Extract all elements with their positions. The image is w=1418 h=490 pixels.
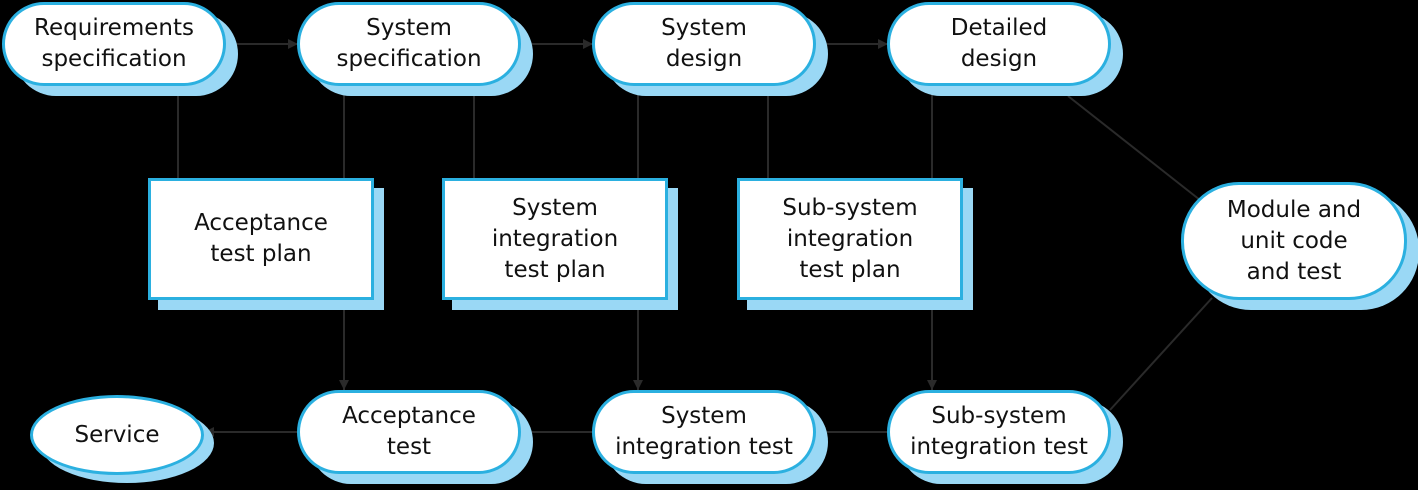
connector-detailed-design-to-module	[1067, 95, 1201, 201]
system-specification-node: System specification	[297, 2, 521, 86]
system-specification-label: System specification	[336, 15, 482, 72]
system-integration-test-plan-label: System integration test plan	[491, 194, 619, 283]
module-unit-code-test-node: Module and unit code and test	[1181, 182, 1407, 300]
arrowhead	[204, 427, 214, 437]
acceptance-test-plan-node: Acceptance test plan	[148, 178, 374, 300]
arrowhead	[583, 39, 593, 49]
acceptance-test-node: Acceptance test	[297, 390, 521, 474]
system-integration-test-plan-node: System integration test plan	[442, 178, 668, 300]
acceptance-test-label: Acceptance test	[342, 403, 476, 460]
requirements-specification-node: Requirements specification	[2, 2, 226, 86]
system-integration-test-node: System integration test	[592, 390, 816, 474]
system-integration-test-label: System integration test	[615, 403, 793, 460]
arrowhead	[816, 427, 826, 437]
system-design-label: System design	[661, 15, 747, 72]
connector-module-to-subsystem-test	[1109, 297, 1213, 411]
service-node: Service	[30, 395, 204, 475]
module-unit-code-test-label: Module and unit code and test	[1226, 196, 1362, 285]
acceptance-test-plan-label: Acceptance test plan	[194, 210, 328, 267]
system-design-node: System design	[592, 2, 816, 86]
arrowhead	[521, 427, 531, 437]
detailed-design-node: Detailed design	[887, 2, 1111, 86]
arrowhead	[878, 39, 888, 49]
subsystem-integration-test-plan-label: Sub-system integration test plan	[782, 194, 918, 283]
arrowhead	[633, 380, 643, 390]
subsystem-integration-test-plan-node: Sub-system integration test plan	[737, 178, 963, 300]
arrowhead	[288, 39, 298, 49]
subsystem-integration-test-label: Sub-system integration test	[910, 403, 1088, 460]
requirements-specification-label: Requirements specification	[34, 15, 194, 72]
arrowhead	[927, 380, 937, 390]
arrowhead	[339, 380, 349, 390]
detailed-design-label: Detailed design	[950, 15, 1048, 72]
service-label: Service	[74, 421, 160, 448]
subsystem-integration-test-node: Sub-system integration test	[887, 390, 1111, 474]
